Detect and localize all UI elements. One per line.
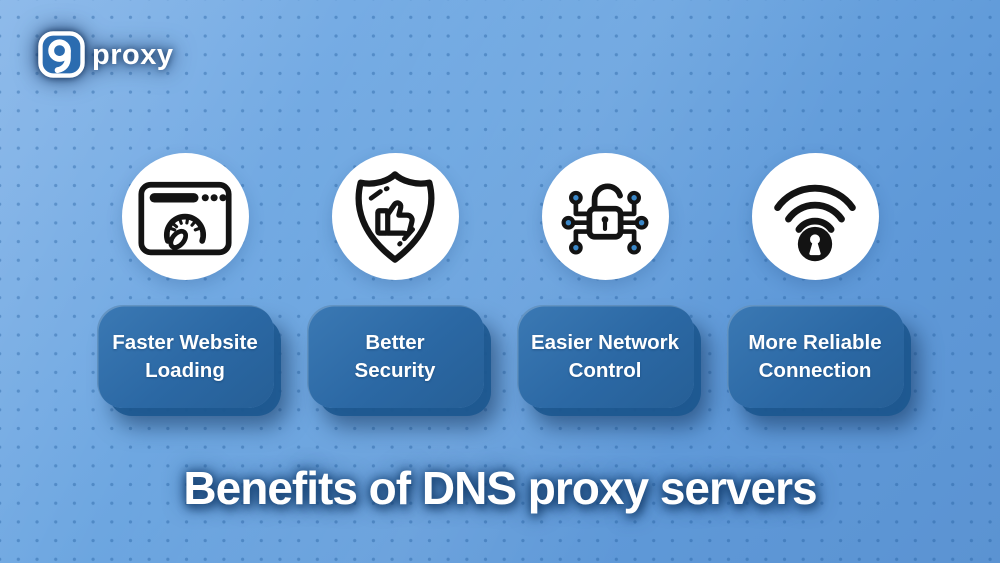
brand-logo: proxy	[38, 31, 173, 78]
benefit-card: Easier Network Control	[516, 305, 694, 408]
benefit-better-security: Better Security	[300, 153, 490, 408]
benefit-label-line: Better	[365, 330, 425, 354]
speedometer-browser-icon	[138, 181, 232, 255]
benefit-card: Better Security	[306, 305, 484, 408]
benefits-row: Faster Website Loading	[90, 153, 910, 408]
benefit-label-line: Security	[354, 358, 436, 382]
benefit-network-control: Easier Network Control	[510, 153, 700, 408]
shield-thumbs-up-icon	[355, 170, 435, 263]
icon-circle	[751, 153, 879, 280]
benefit-card: More Reliable Connection	[726, 305, 904, 408]
icon-circle	[331, 153, 459, 280]
benefit-faster-loading: Faster Website Loading	[90, 153, 280, 408]
benefit-label-line: Control	[568, 358, 642, 382]
benefit-label-line: More Reliable	[748, 330, 882, 354]
wifi-lock-icon	[774, 184, 856, 261]
benefit-label-line: Connection	[758, 358, 872, 382]
brand-name: proxy	[92, 39, 174, 71]
benefit-card: Faster Website Loading	[96, 305, 274, 408]
benefit-label-line: Faster Website	[112, 330, 258, 354]
benefit-label-line: Loading	[145, 358, 225, 382]
page-title: Benefits of DNS proxy servers	[183, 462, 817, 514]
icon-circle	[121, 153, 249, 280]
circuit-lock-icon	[561, 182, 649, 255]
icon-circle	[541, 153, 669, 280]
9proxy-logo-icon	[38, 31, 85, 78]
benefit-reliable-connection: More Reliable Connection	[720, 153, 910, 408]
benefit-label-line: Easier Network	[530, 330, 680, 354]
